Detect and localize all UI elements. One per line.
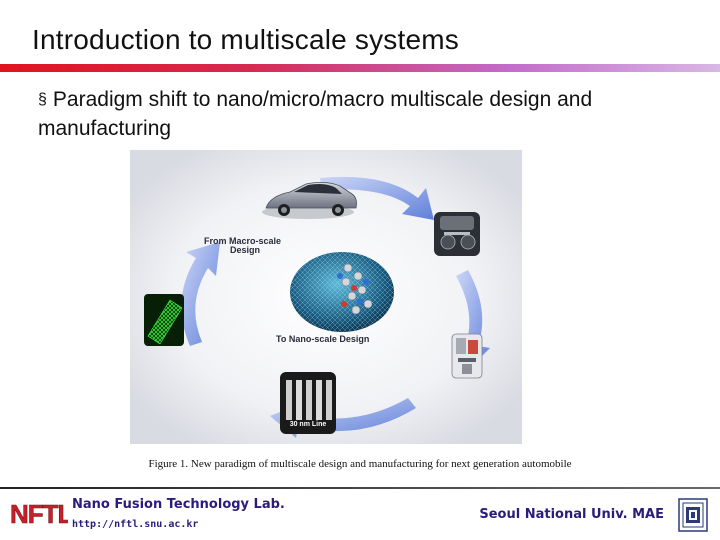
piston-image xyxy=(451,333,483,379)
nano-comb-image xyxy=(280,372,336,434)
multiscale-figure: 30 nm Line From Macro-scale Design To Na… xyxy=(130,150,522,444)
footer-divider xyxy=(0,487,720,489)
lab-name: Nano Fusion Technology Lab. xyxy=(72,497,285,512)
bullet-point: §Paradigm shift to nano/micro/macro mult… xyxy=(38,86,638,142)
slide-title: Introduction to multiscale systems xyxy=(32,24,459,55)
university-name: Seoul National Univ. MAE xyxy=(479,507,664,522)
engine-image xyxy=(434,212,480,256)
label-from-line2: Design xyxy=(230,245,260,255)
scale-label: 30 nm Line xyxy=(290,421,327,428)
nanostructure-image xyxy=(290,252,394,332)
lab-url[interactable]: http://nftl.snu.ac.kr xyxy=(72,519,199,530)
label-to-nano: To Nano-scale Design xyxy=(276,334,369,344)
nftl-logo: NFTL xyxy=(8,497,68,529)
figure-caption: Figure 1. New paradigm of multiscale des… xyxy=(148,458,572,470)
logo-text: NFTL xyxy=(10,499,68,529)
title-underline xyxy=(0,64,720,72)
university-emblem xyxy=(678,498,708,532)
bullet-marker: § xyxy=(38,91,47,108)
car-image xyxy=(262,182,357,219)
label-from-line1: From Macro-scale xyxy=(204,236,281,246)
bullet-text: Paradigm shift to nano/micro/macro multi… xyxy=(38,88,593,140)
nanotube-image xyxy=(144,294,184,346)
